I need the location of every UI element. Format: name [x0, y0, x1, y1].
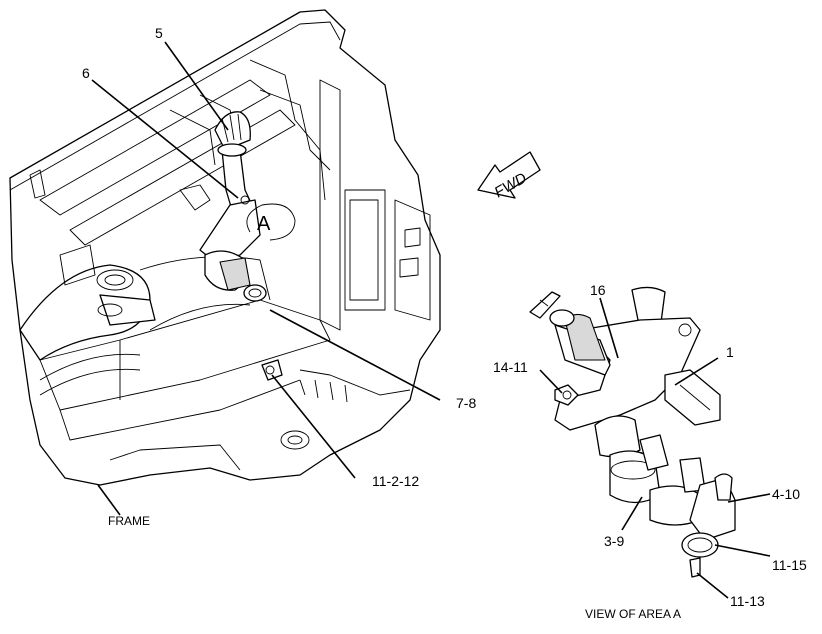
- callout-11-2-12: 11-2-12: [372, 473, 419, 489]
- frame-label: FRAME: [108, 514, 150, 528]
- callout-11-15: 11-15: [772, 557, 807, 573]
- callout-14-11: 14-11: [493, 359, 528, 375]
- callout-1: 1: [726, 344, 734, 360]
- callout-6: 6: [82, 65, 90, 81]
- callout-labels: 5 6 7-8 11-2-12 16 14-11 1 4-10 3-9 11-1…: [82, 25, 807, 621]
- callout-4-10: 4-10: [772, 486, 800, 502]
- area-a-detail: [529, 286, 736, 578]
- area-a-label: A: [257, 213, 271, 235]
- callout-3-9: 3-9: [604, 533, 624, 549]
- frame-assembly: [9, 9, 441, 486]
- leader-lines: [91, 41, 771, 599]
- callout-5: 5: [155, 25, 163, 41]
- callout-16: 16: [590, 282, 606, 298]
- fwd-arrow: FWD: [477, 151, 541, 201]
- tube-assembly: [179, 111, 283, 381]
- callout-11-13: 11-13: [730, 593, 765, 609]
- callout-7-8: 7-8: [456, 395, 476, 411]
- view-caption: VIEW OF AREA A: [585, 607, 681, 621]
- area-a-marker: A: [246, 203, 296, 241]
